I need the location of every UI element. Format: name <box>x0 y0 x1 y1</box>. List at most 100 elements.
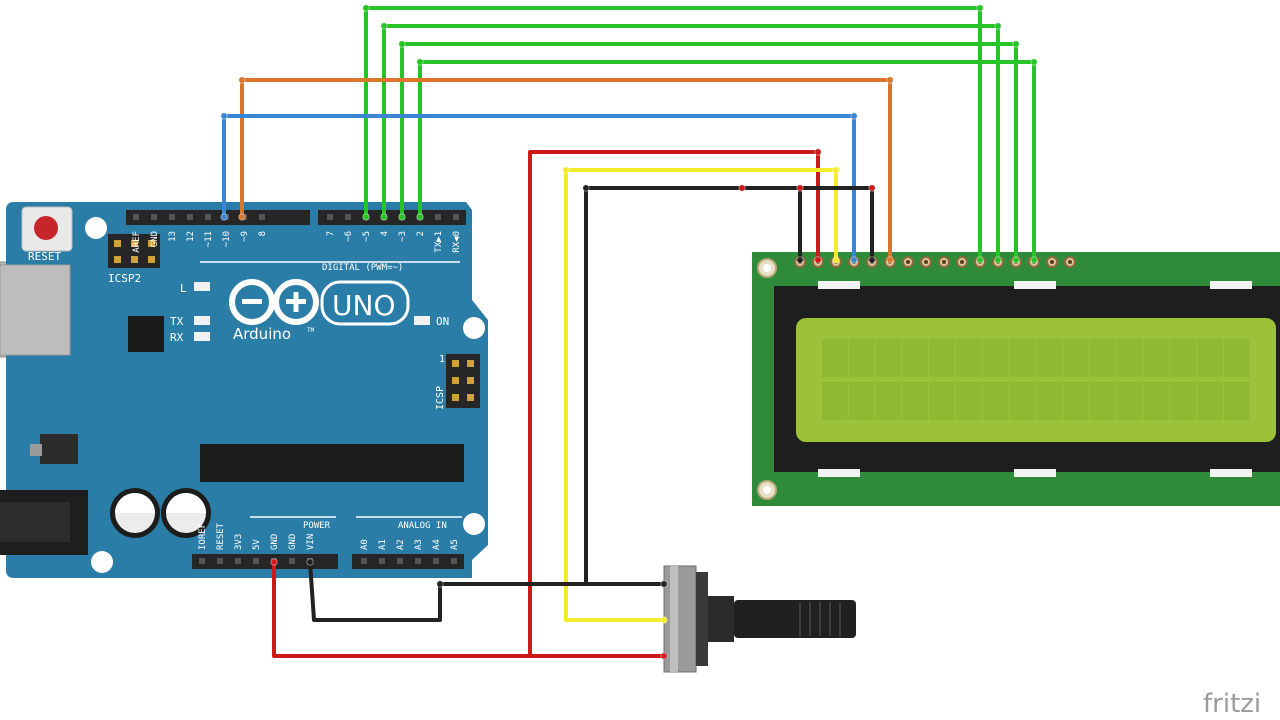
wire-end-dot <box>868 256 876 264</box>
led-on <box>414 316 430 325</box>
wire-end-dot <box>220 213 228 221</box>
wire-end-dot <box>796 256 804 264</box>
lcd-char-cell <box>902 339 928 377</box>
analog-label: ANALOG IN <box>398 521 447 531</box>
pot-nut <box>696 572 708 666</box>
regulator-tab <box>30 444 42 456</box>
icsp-pin1-label: 1 <box>439 354 445 365</box>
header-pin <box>379 558 385 564</box>
pin-label: RX◀0 <box>452 231 462 253</box>
wire-end-dot <box>380 22 388 30</box>
wire-end-dot <box>220 112 228 120</box>
lcd-char-cell <box>929 339 955 377</box>
wire-end-dot <box>398 213 406 221</box>
pin-label: A2 <box>396 539 406 550</box>
capacitors <box>110 488 211 538</box>
lcd-char-cell <box>1063 382 1089 420</box>
usb-chip <box>128 316 164 352</box>
icsp2-label: ICSP2 <box>108 272 141 285</box>
led-tx-label: TX <box>170 315 184 328</box>
pin-label: TX▶1 <box>434 231 444 253</box>
icsp-header <box>446 354 480 408</box>
wire-end-dot <box>660 616 668 624</box>
lcd-char-cell <box>822 382 848 420</box>
reset-button-cap[interactable] <box>34 216 58 240</box>
pin-label: ~5 <box>362 231 372 242</box>
led-rx <box>194 332 210 341</box>
uno-badge <box>320 280 410 326</box>
pin-label: GND <box>270 534 280 550</box>
lcd-char-cell <box>1170 339 1196 377</box>
model-label: UNO <box>332 289 395 322</box>
wire-end-dot <box>238 76 246 84</box>
lcd-screen <box>796 318 1276 442</box>
lcd-16x2-module <box>752 252 1280 506</box>
lcd-char-cell <box>848 382 875 420</box>
lcd-char-cell <box>1224 382 1250 420</box>
wire-end-dot <box>994 22 1002 30</box>
lcd-char-cell <box>902 382 928 420</box>
pin-label: ~9 <box>240 231 250 242</box>
wire-end-dot <box>1030 256 1038 264</box>
wire-end-dot <box>306 558 314 566</box>
wire-black-gnd-pot <box>308 561 664 622</box>
power-label: POWER <box>303 521 331 531</box>
wire-black-lcd-vss <box>584 186 802 584</box>
wire-end-dot <box>886 76 894 84</box>
lcd-char-cell <box>848 339 875 377</box>
pin-label: GND <box>288 534 298 550</box>
lcd-char-cell <box>1090 339 1116 377</box>
header-pin <box>327 214 333 220</box>
wire-end-dot <box>976 256 984 264</box>
digital-header-left <box>126 210 310 225</box>
header-pin <box>253 558 259 564</box>
header-pin <box>435 214 441 220</box>
mounting-hole <box>463 513 485 535</box>
wire-end-dot <box>796 184 804 192</box>
lcd-char-cell <box>1224 339 1250 377</box>
pin-label: 7 <box>326 231 336 236</box>
pin-label: GND <box>150 231 160 247</box>
wire-end-dot <box>436 580 444 588</box>
pin-label: AREF <box>132 231 142 253</box>
power-header <box>192 554 338 569</box>
mounting-hole <box>463 317 485 339</box>
lcd-char-cell <box>956 382 982 420</box>
pin-label: 13 <box>168 231 178 242</box>
led-l <box>194 282 210 291</box>
arduino-logo <box>229 279 319 325</box>
lcd-char-cell <box>1197 339 1223 377</box>
wire-green-d5-lcd-d4 <box>364 6 982 260</box>
pin-label: A5 <box>450 539 460 550</box>
lcd-char-cell <box>875 339 902 377</box>
potentiometer <box>663 565 856 673</box>
header-pin <box>151 214 157 220</box>
pin-label: 4 <box>380 231 390 236</box>
pin-label: 5V <box>252 539 262 550</box>
pin-label: RESET <box>216 522 226 550</box>
pin-label: A3 <box>414 539 424 550</box>
wire-end-dot <box>238 213 246 221</box>
lcd-char-cell <box>982 382 1009 420</box>
voltage-regulator <box>40 434 78 464</box>
brand-tm: TM <box>307 327 315 334</box>
pot-bushing <box>708 596 734 642</box>
lcd-char-cell <box>822 339 848 377</box>
wire-end-dot <box>976 4 984 12</box>
arduino-uno-board: RESET ICSP2 L TX RX UNO Arduino TM <box>0 202 488 578</box>
wire-end-dot <box>660 652 668 660</box>
icsp-label: ICSP <box>435 386 446 410</box>
lcd-char-cell <box>1143 382 1170 420</box>
wire-green-d3-lcd-d6 <box>400 42 1018 260</box>
lcd-char-cell <box>1090 382 1116 420</box>
arduino-pcb <box>6 202 488 578</box>
wire-end-dot <box>362 4 370 12</box>
wire-end-dot <box>814 256 822 264</box>
wire-end-dot <box>814 148 822 156</box>
wire-green-d4-lcd-d5 <box>382 24 1000 260</box>
lcd-char-cell <box>1009 339 1036 377</box>
lcd-char-cell <box>875 382 902 420</box>
lcd-char-cell <box>1063 339 1089 377</box>
led-on-label: ON <box>436 315 449 328</box>
